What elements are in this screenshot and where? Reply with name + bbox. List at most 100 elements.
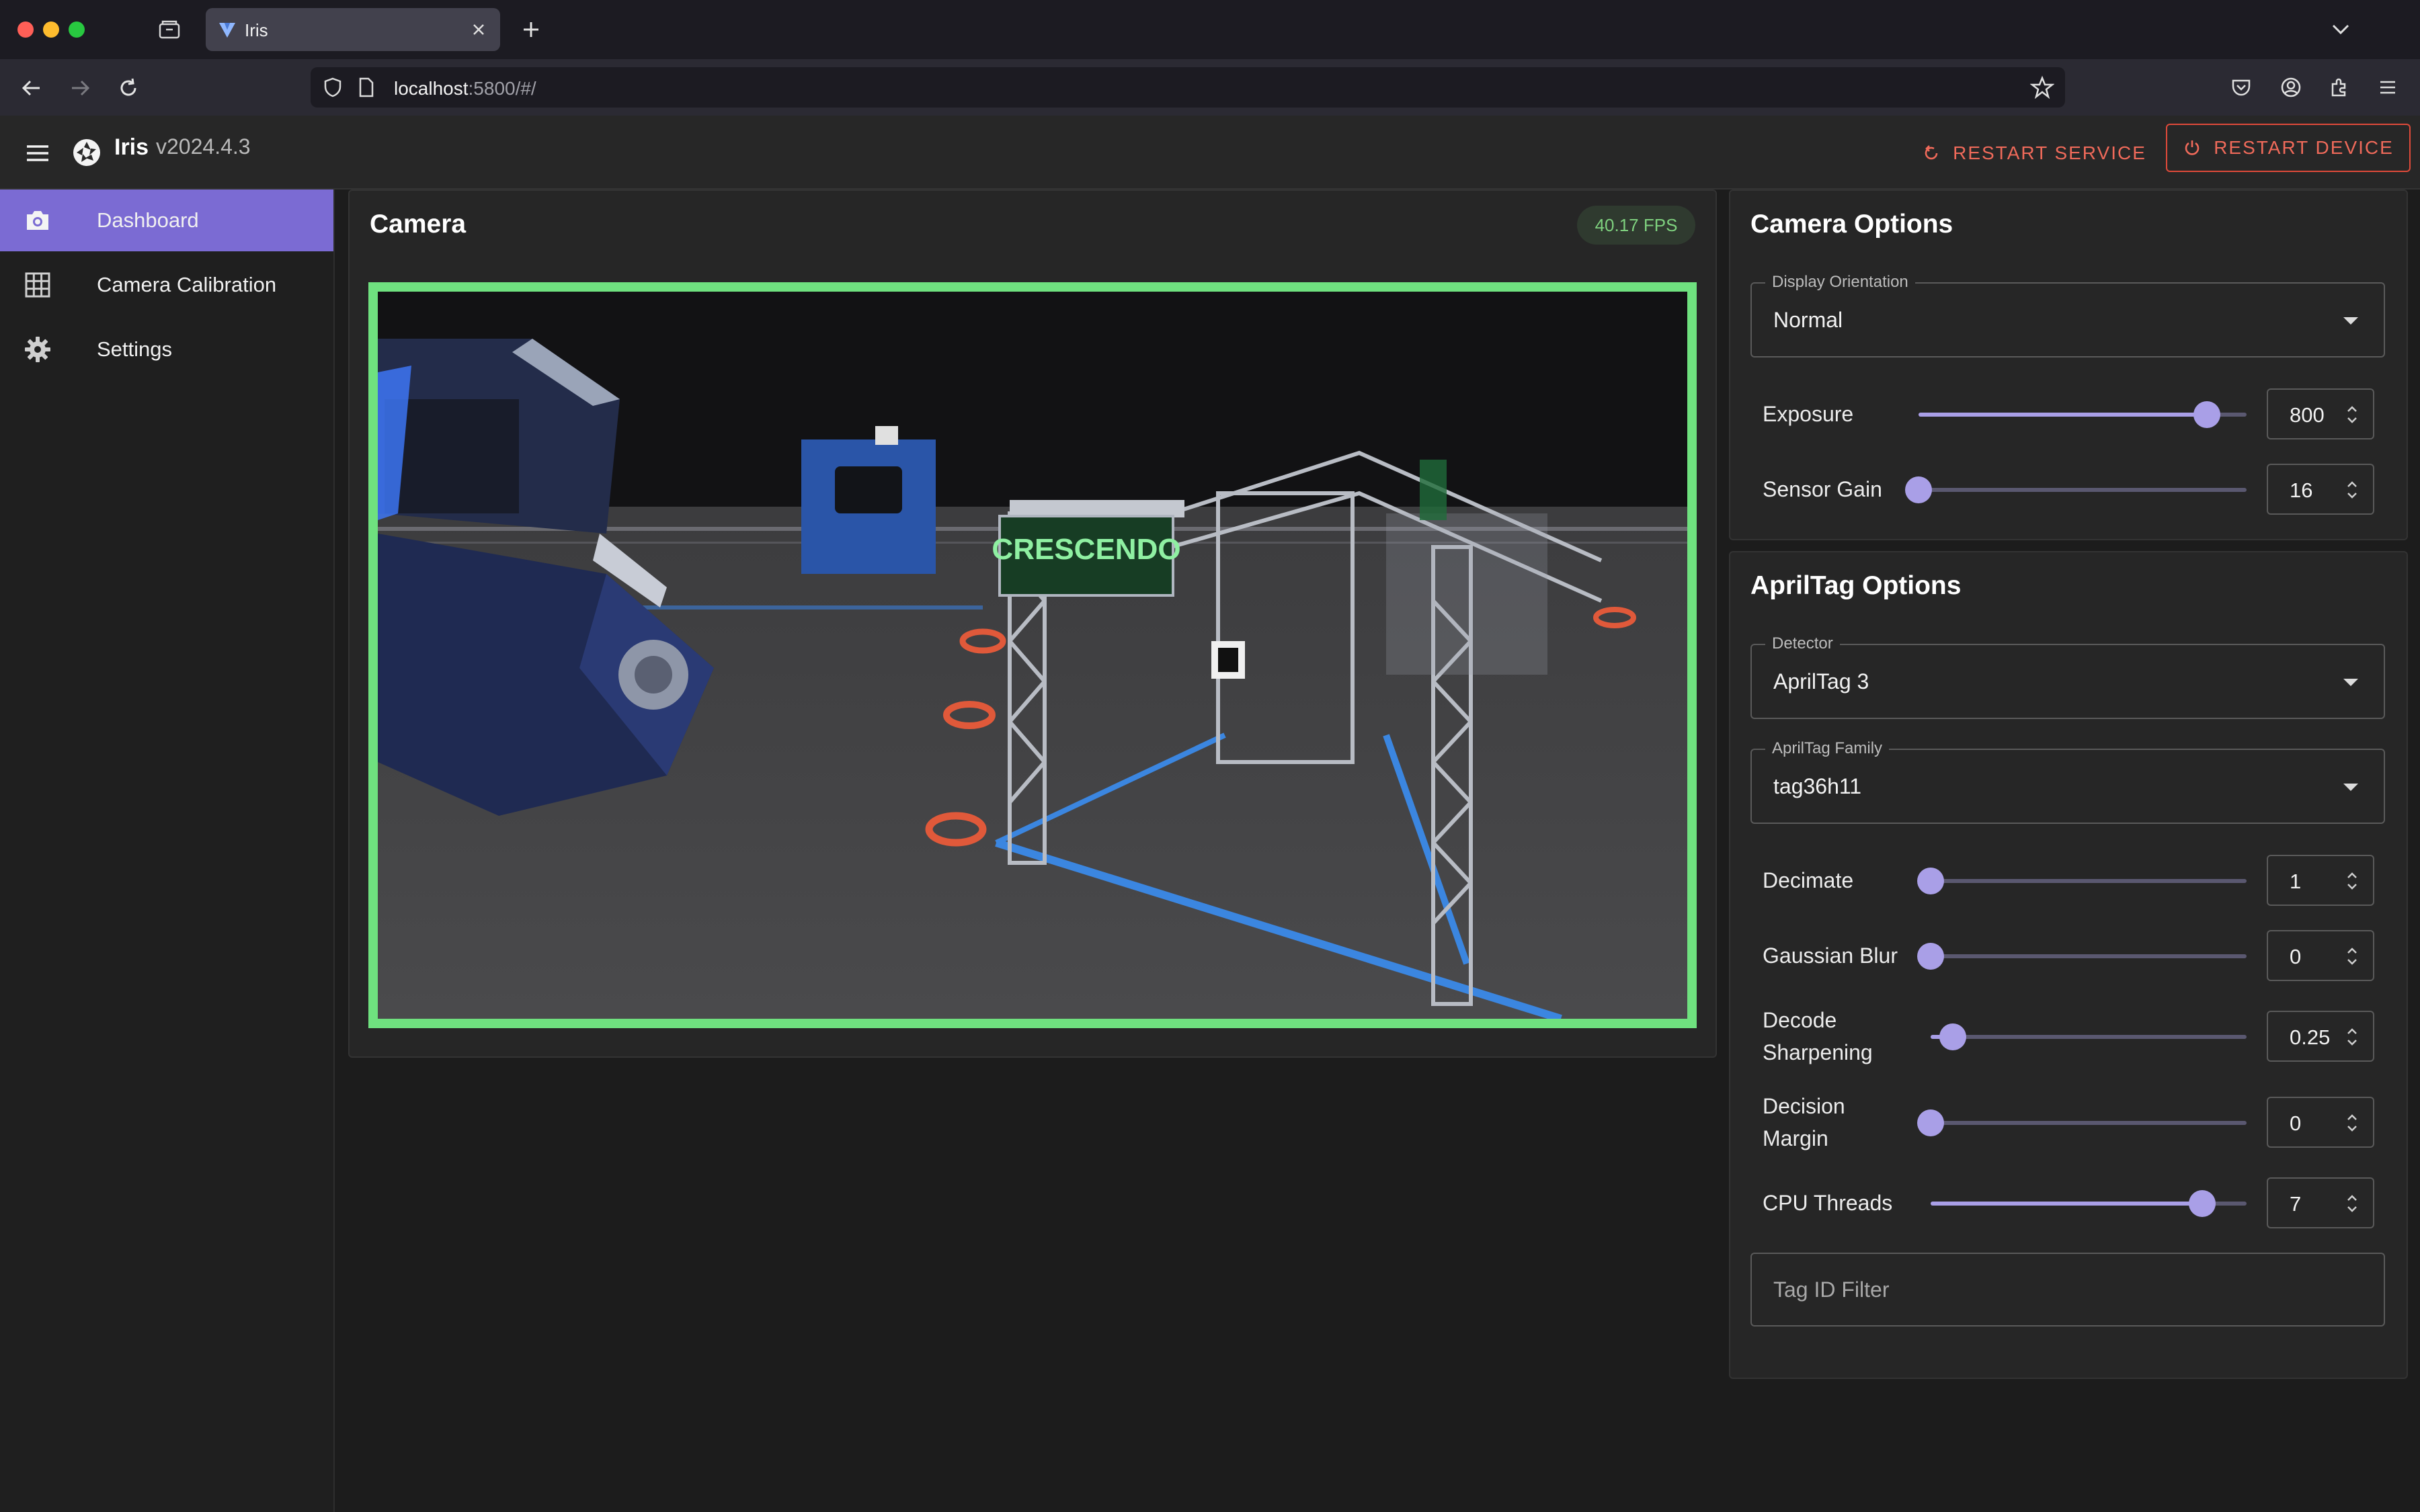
grid-icon [23, 270, 52, 300]
display-orientation-value: Normal [1773, 308, 1843, 332]
app-bar: Iris v2024.4.3 RESTART SERVICE RESTART D… [0, 116, 2420, 190]
camera-card-title: Camera [370, 210, 467, 239]
spinner-icon[interactable] [2346, 870, 2358, 892]
apriltag-options-card [1729, 551, 2408, 1379]
exposure-slider[interactable] [1919, 401, 2247, 428]
decimate-number-input[interactable]: 1 [2267, 855, 2374, 906]
decode-sharpening-number-input[interactable]: 0.25 [2267, 1011, 2374, 1062]
tab-close-icon[interactable] [467, 17, 491, 42]
restart-service-label: RESTART SERVICE [1953, 142, 2146, 163]
window-minimize-button[interactable] [43, 22, 59, 38]
account-icon[interactable] [2277, 74, 2304, 101]
camera-icon [23, 206, 52, 235]
camera-options-card [1729, 190, 2408, 540]
restart-device-label: RESTART DEVICE [2214, 137, 2394, 158]
extensions-icon[interactable] [2326, 74, 2353, 101]
browser-tab-iris[interactable]: Iris [206, 8, 500, 51]
pocket-icon[interactable] [2228, 74, 2255, 101]
detector-label: Detector [1765, 634, 1840, 653]
sensor-gain-number-input[interactable]: 16 [2267, 464, 2374, 515]
browser-nav-bar: localhost:5800/#/ [0, 59, 2420, 116]
apriltag-family-label: AprilTag Family [1765, 739, 1890, 758]
decode-sharpening-slider-thumb[interactable] [1939, 1023, 1966, 1050]
display-orientation-select[interactable]: Display Orientation Normal [1750, 273, 2385, 358]
spinner-icon[interactable] [2346, 945, 2358, 968]
sidebar-item-settings[interactable]: Settings [0, 319, 333, 380]
sidebar-item-label: Dashboard [97, 208, 199, 232]
sidebar-item-label: Camera Calibration [97, 273, 277, 296]
sensor-gain-slider-thumb[interactable] [1905, 476, 1932, 503]
decision-margin-slider-thumb[interactable] [1917, 1109, 1944, 1136]
list-all-tabs-icon[interactable] [2326, 16, 2355, 43]
sign-text: CRESCENDO [992, 533, 1180, 566]
chevron-down-icon [2343, 317, 2358, 325]
decimate-slider-thumb[interactable] [1917, 868, 1944, 894]
sensor-gain-label: Sensor Gain [1763, 477, 1882, 501]
iris-favicon-icon [219, 23, 235, 38]
gaussian-blur-label: Gaussian Blur [1763, 943, 1898, 968]
camera-options-title: Camera Options [1750, 210, 1953, 239]
decode-sharpening-label: Decode Sharpening [1763, 1008, 1873, 1064]
decimate-slider[interactable] [1917, 868, 2247, 894]
decode-sharpening-slider[interactable] [1931, 1023, 2247, 1050]
gaussian-blur-number-input[interactable]: 0 [2267, 930, 2374, 981]
sidebar: Dashboard Camera Calibration [0, 190, 335, 1512]
power-icon [2185, 140, 2200, 155]
tag-id-filter-input[interactable] [1752, 1254, 2384, 1325]
decimate-label: Decimate [1763, 868, 1854, 892]
chevron-down-icon [2343, 784, 2358, 791]
exposure-label: Exposure [1763, 402, 1854, 426]
cpu-threads-label: CPU Threads [1763, 1191, 1893, 1215]
spinner-icon[interactable] [2346, 1111, 2358, 1134]
cpu-threads-slider-thumb[interactable] [2189, 1190, 2216, 1217]
decision-margin-label: Decision Margin [1763, 1094, 1845, 1150]
detector-select[interactable]: Detector AprilTag 3 [1750, 634, 2385, 719]
apriltag-options-title: AprilTag Options [1750, 571, 1962, 600]
exposure-value: 800 [2290, 403, 2325, 427]
spinner-icon[interactable] [2346, 403, 2358, 426]
app-menu-icon[interactable] [2374, 74, 2401, 101]
tab-groups-icon[interactable] [153, 16, 186, 43]
spinner-icon[interactable] [2346, 478, 2358, 501]
cpu-threads-slider-fill [1931, 1202, 2203, 1206]
apriltag-family-select[interactable]: AprilTag Family tag36h11 [1750, 739, 2385, 824]
sensor-gain-slider[interactable] [1905, 476, 2247, 503]
menu-hamburger-icon[interactable] [23, 138, 52, 168]
address-bar[interactable]: localhost:5800/#/ [311, 67, 2065, 108]
exposure-slider-fill [1919, 413, 2208, 417]
reload-icon[interactable] [113, 73, 144, 103]
detector-value: AprilTag 3 [1773, 669, 1869, 694]
gaussian-blur-slider[interactable] [1917, 943, 2247, 970]
forward-icon[interactable] [65, 73, 95, 103]
url-text: localhost:5800/#/ [394, 78, 536, 99]
sidebar-item-dashboard[interactable]: Dashboard [0, 190, 333, 251]
restart-service-button[interactable]: RESTART SERVICE [1917, 130, 2151, 176]
bookmark-star-icon[interactable] [2030, 75, 2054, 99]
decision-margin-value: 0 [2290, 1111, 2302, 1135]
cpu-threads-number-input[interactable]: 7 [2267, 1177, 2374, 1228]
exposure-slider-thumb[interactable] [2193, 401, 2221, 428]
window-close-button[interactable] [17, 22, 34, 38]
decode-sharpening-value: 0.25 [2290, 1025, 2331, 1049]
fps-badge: 40.17 FPS [1577, 206, 1695, 245]
app-title: Iris [114, 134, 149, 160]
sidebar-item-camera-calibration[interactable]: Camera Calibration [0, 254, 333, 316]
restart-device-button[interactable]: RESTART DEVICE [2166, 124, 2411, 172]
decision-margin-slider[interactable] [1917, 1109, 2247, 1136]
camera-stream[interactable]: CRESCENDO [368, 282, 1697, 1028]
new-tab-icon[interactable] [515, 15, 547, 44]
exposure-number-input[interactable]: 800 [2267, 388, 2374, 439]
window-zoom-button[interactable] [69, 22, 85, 38]
shield-icon[interactable] [323, 77, 343, 98]
cpu-threads-slider[interactable] [1931, 1190, 2247, 1217]
spinner-icon[interactable] [2346, 1192, 2358, 1215]
back-icon[interactable] [16, 73, 47, 103]
restart-icon [1925, 145, 1938, 160]
decision-margin-number-input[interactable]: 0 [2267, 1097, 2374, 1148]
cpu-threads-value: 7 [2290, 1192, 2302, 1216]
gaussian-blur-slider-thumb[interactable] [1917, 943, 1944, 970]
sensor-gain-value: 16 [2290, 478, 2313, 502]
tag-id-filter-field[interactable] [1750, 1253, 2385, 1327]
spinner-icon[interactable] [2346, 1025, 2358, 1048]
camera-feed-image: CRESCENDO [378, 292, 1687, 1019]
